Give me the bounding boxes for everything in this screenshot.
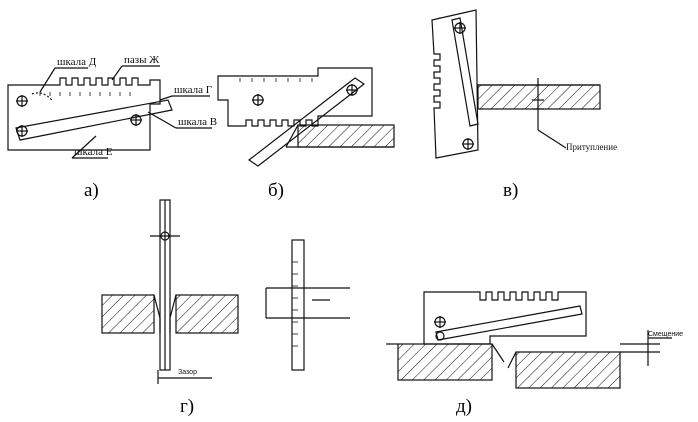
gauge-strip [291, 239, 305, 371]
label-scale-g: шкала Г [174, 84, 212, 96]
scale-ticks [39, 92, 131, 96]
workpiece-hatched [101, 294, 155, 334]
arc-scale [31, 92, 53, 101]
workpiece-hatched [175, 294, 239, 334]
workpiece-hatched [477, 84, 601, 110]
leader-scale-e [71, 135, 97, 159]
gauge-slider [435, 305, 583, 341]
panel-g [101, 199, 239, 384]
leader-scale-g [159, 95, 173, 101]
label-gap: Зазор [178, 369, 197, 376]
gauge-body [7, 77, 161, 151]
scale-ticks [239, 78, 313, 82]
gauge-body [431, 9, 479, 159]
caption-a: а) [84, 180, 99, 201]
gauge-slider [15, 99, 173, 141]
caption-b: б) [268, 180, 284, 201]
gauge-slider [247, 77, 366, 167]
leader-slots-zh [111, 65, 123, 81]
workpiece-hatched [515, 351, 621, 389]
leader-blunting [537, 129, 567, 149]
label-scale-d: шкала Д [57, 56, 97, 68]
panel-v [431, 9, 601, 159]
panel-b [217, 67, 395, 167]
workpiece-hatched [297, 124, 395, 148]
label-offset: Смещение [648, 331, 683, 338]
label-blunting: Притупление [566, 142, 617, 152]
gauge-slider [451, 17, 479, 127]
leader-scale-v [147, 111, 177, 129]
gauge-body [217, 67, 373, 127]
gauge-body [423, 291, 587, 345]
caption-g: г) [180, 396, 194, 417]
label-slots-zh: пазы Ж [124, 54, 159, 66]
leader-scale-d [39, 67, 56, 93]
scale-ticks [292, 261, 298, 347]
caption-d: д) [456, 396, 472, 417]
panel-d [386, 291, 672, 389]
caption-v: в) [503, 180, 518, 201]
workpiece-hatched [397, 343, 493, 381]
label-scale-v: шкала В [178, 116, 217, 128]
panel-a [7, 65, 212, 159]
label-scale-e: шкала Е [74, 146, 113, 158]
panel-g-side [265, 239, 350, 371]
